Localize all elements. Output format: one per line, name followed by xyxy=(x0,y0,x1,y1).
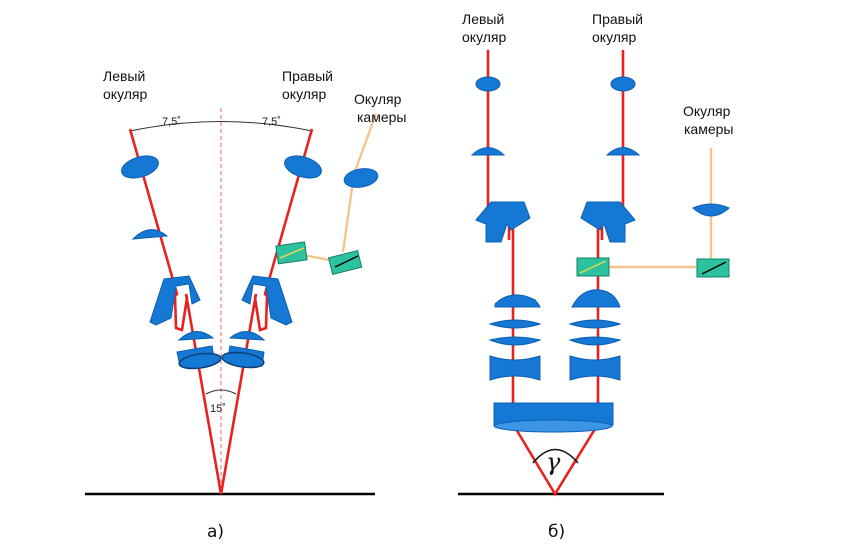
prism-right-b xyxy=(580,201,636,243)
angle-right-label: 7,5˚ xyxy=(262,116,281,128)
angle-arc-bottom xyxy=(205,389,237,395)
label-right-eyepiece-a-1: Правый xyxy=(282,68,333,84)
eyepiece-lens-right-b xyxy=(610,76,636,92)
label-right-eyepiece-b-1: Правый xyxy=(592,11,643,27)
label-left-eyepiece-a-2: окуляр xyxy=(103,86,148,102)
angle-arc-top xyxy=(129,121,313,132)
concave-lens-left-b xyxy=(489,355,541,381)
label-left-eyepiece-b-2: окуляр xyxy=(462,29,507,45)
label-left-eyepiece-b-1: Левый xyxy=(462,11,504,27)
field-lens-left-a xyxy=(131,229,169,240)
prism-left-b xyxy=(475,201,531,243)
objective-lens-right-a xyxy=(221,351,265,369)
objective-lens-left-a xyxy=(178,352,222,370)
field-lens-left-b xyxy=(470,147,506,156)
tube-lens-1-left-b xyxy=(494,294,541,308)
camera-splitter-a-mirror xyxy=(334,255,359,268)
beamsplitter-b-mirror xyxy=(579,260,607,274)
tube-lens-2-left-b xyxy=(488,319,542,329)
label-right-eyepiece-b-2: окуляр xyxy=(592,29,637,45)
ray-right-a xyxy=(219,128,314,495)
label-camera-eyepiece-b-1: Окуляр xyxy=(683,103,731,119)
lens-mid-left-a xyxy=(177,331,215,341)
eyepiece-lens-left-b xyxy=(475,76,501,92)
gamma-arc xyxy=(532,448,579,464)
gamma-label: γ xyxy=(546,448,561,476)
label-right-eyepiece-a-2: окуляр xyxy=(282,86,327,102)
tube-lens-1-right-b xyxy=(571,289,621,308)
label-camera-eyepiece-a-1: Окуляр xyxy=(354,91,402,107)
eyepiece-lens-right-a xyxy=(284,155,322,179)
lens-mid-right-a xyxy=(228,331,266,341)
caption-a: а) xyxy=(207,522,224,542)
diagram-b: Левый окуляр Правый окуляр Окуляр камеры… xyxy=(458,11,733,542)
field-lens-right-b xyxy=(605,147,641,156)
diagram-a: Левый окуляр Правый окуляр Окуляр камеры… xyxy=(85,68,406,542)
concave-lens-right-b xyxy=(569,355,621,381)
ray-left-a xyxy=(128,128,223,495)
prism-left-a xyxy=(149,275,201,326)
camera-splitter-b-mirror xyxy=(701,261,727,275)
caption-b: б) xyxy=(548,522,565,542)
prism-right-a xyxy=(241,275,293,326)
label-left-eyepiece-a-1: Левый xyxy=(103,68,145,84)
camera-lens-a xyxy=(343,168,379,188)
tube-lens-3-left-b xyxy=(488,336,542,346)
tube-lens-2-right-b xyxy=(568,319,622,329)
angle-left-label: 7,5˚ xyxy=(162,116,181,128)
main-objective-b-bottom xyxy=(493,419,613,433)
beamsplitter-a-mirror xyxy=(279,247,305,259)
eyepiece-lens-left-a xyxy=(121,155,159,179)
camera-lens-b xyxy=(692,203,730,217)
label-camera-eyepiece-a-2: камеры xyxy=(357,109,406,125)
tube-lens-3-right-b xyxy=(568,336,622,346)
angle-bottom-label: 15˚ xyxy=(210,403,226,415)
label-camera-eyepiece-b-2: камеры xyxy=(684,121,733,137)
